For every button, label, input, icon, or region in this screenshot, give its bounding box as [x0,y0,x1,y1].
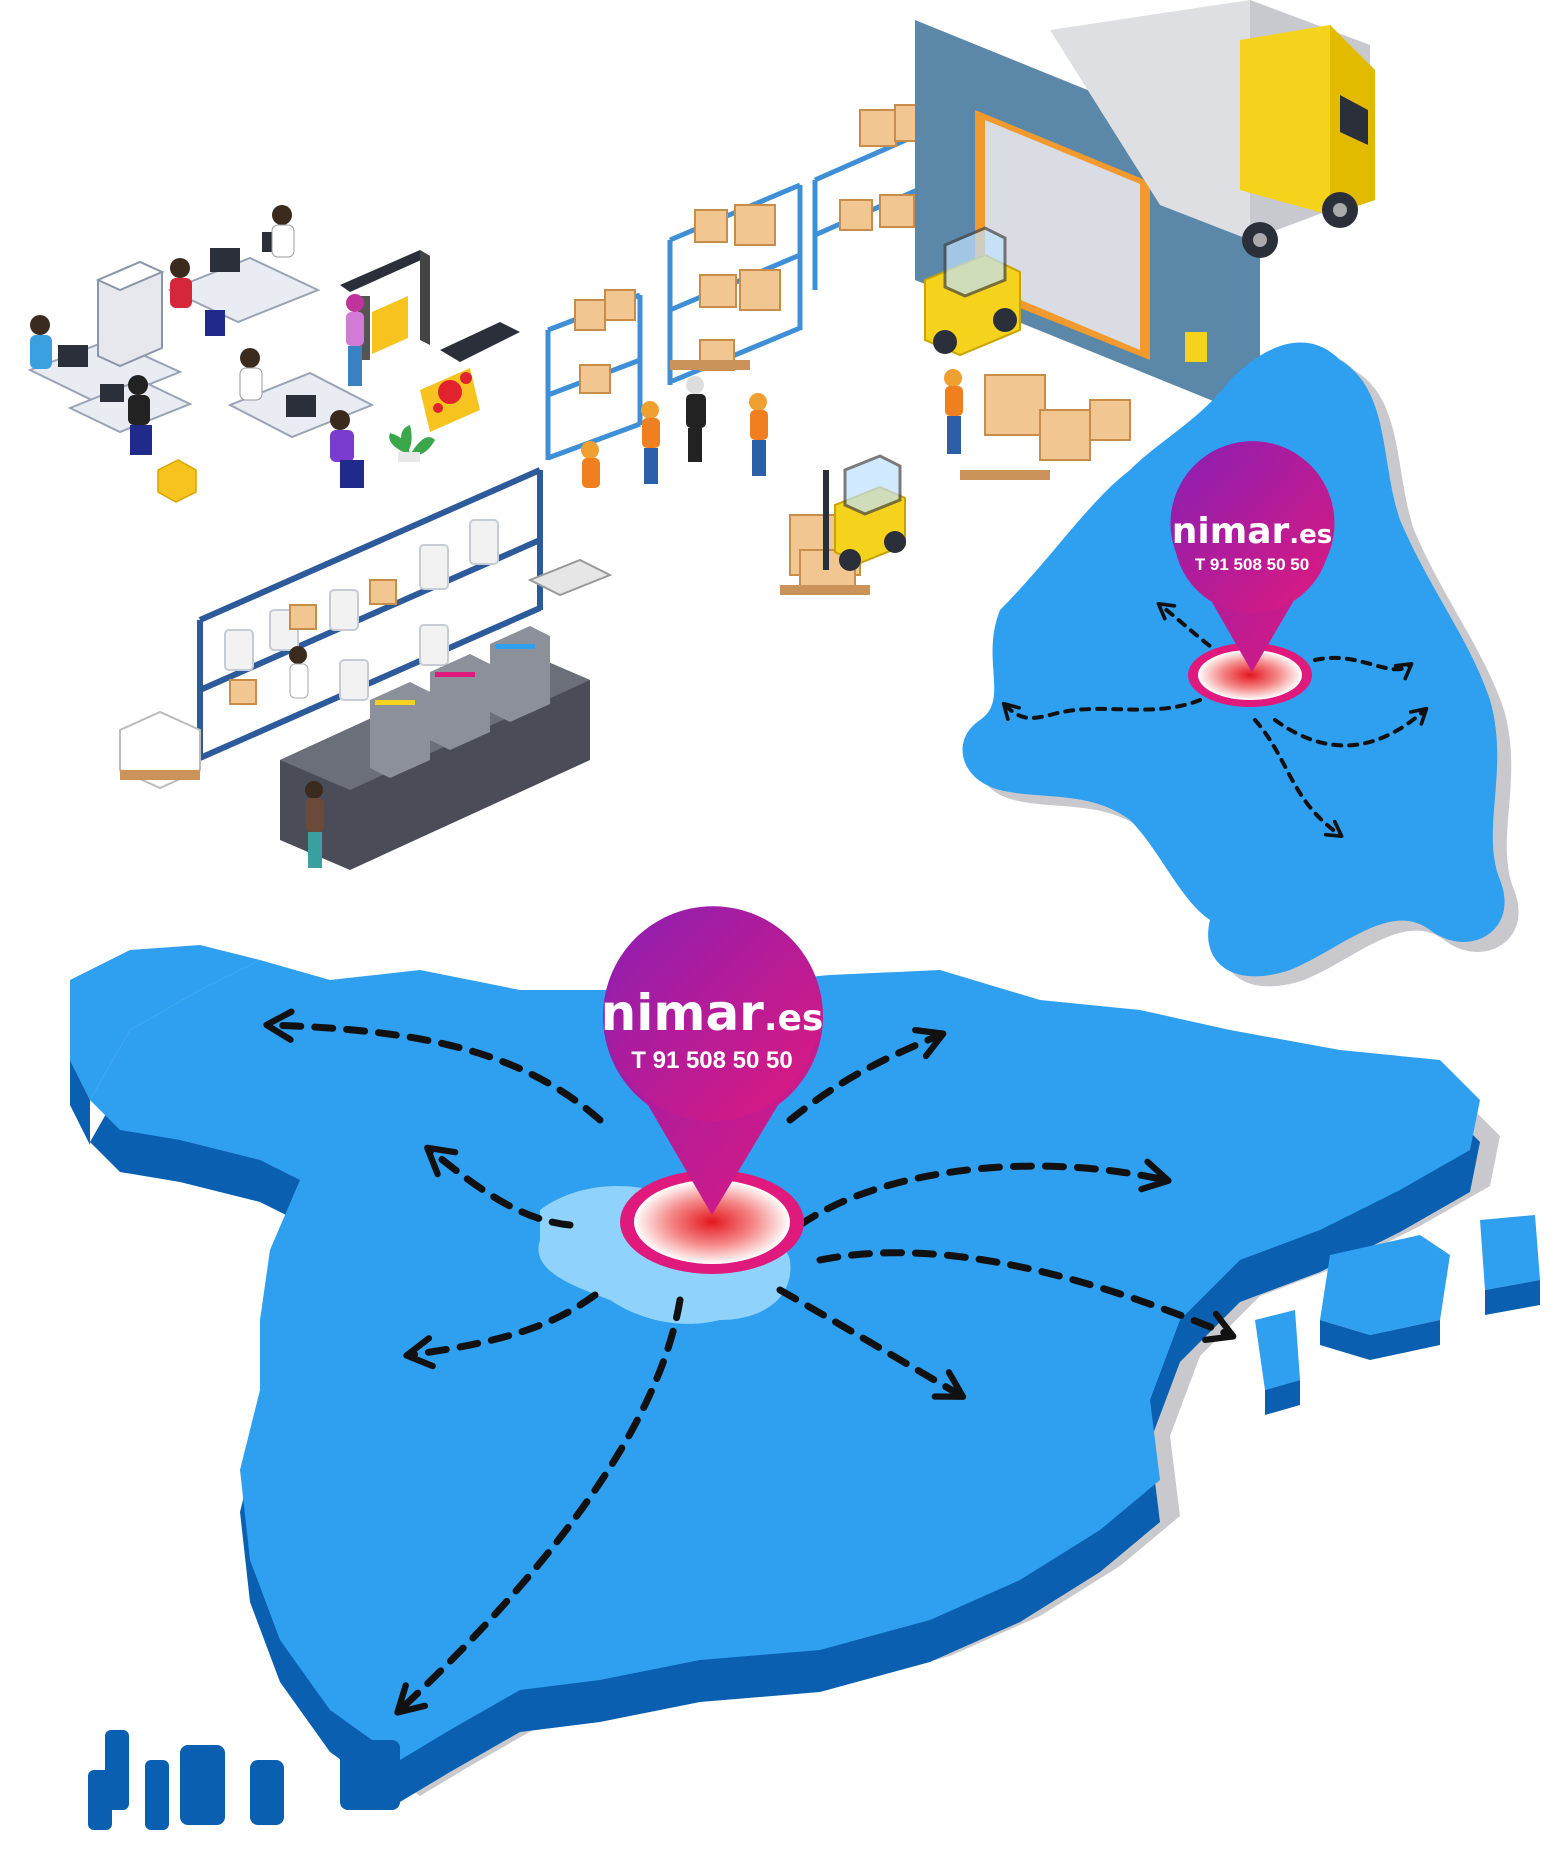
pin-brand-small: nimar.es [1172,511,1333,552]
offset-printing-press-icon [119,467,613,870]
pin-phone-small: T 91 508 50 50 [1195,555,1309,574]
delivery-truck-icon [915,0,1375,420]
location-pin-icon [603,906,823,1215]
location-pin-icon [1170,441,1335,672]
office-workers-icon [27,205,375,503]
pin-phone-large: T 91 508 50 50 [631,1047,792,1074]
balearic-islands [1255,1215,1540,1415]
pin-brand-large: nimar.es [601,984,824,1042]
forklift-icon [823,226,1021,571]
delivery-routes [263,1008,1237,1716]
main-location-pin: nimar.es T 91 508 50 50 [601,906,824,1274]
copier-icon [95,260,165,368]
madrid-region-map: nimar.es T 91 508 50 50 [962,342,1519,987]
canary-islands [88,1730,400,1830]
large-format-printer-icon [340,250,520,462]
